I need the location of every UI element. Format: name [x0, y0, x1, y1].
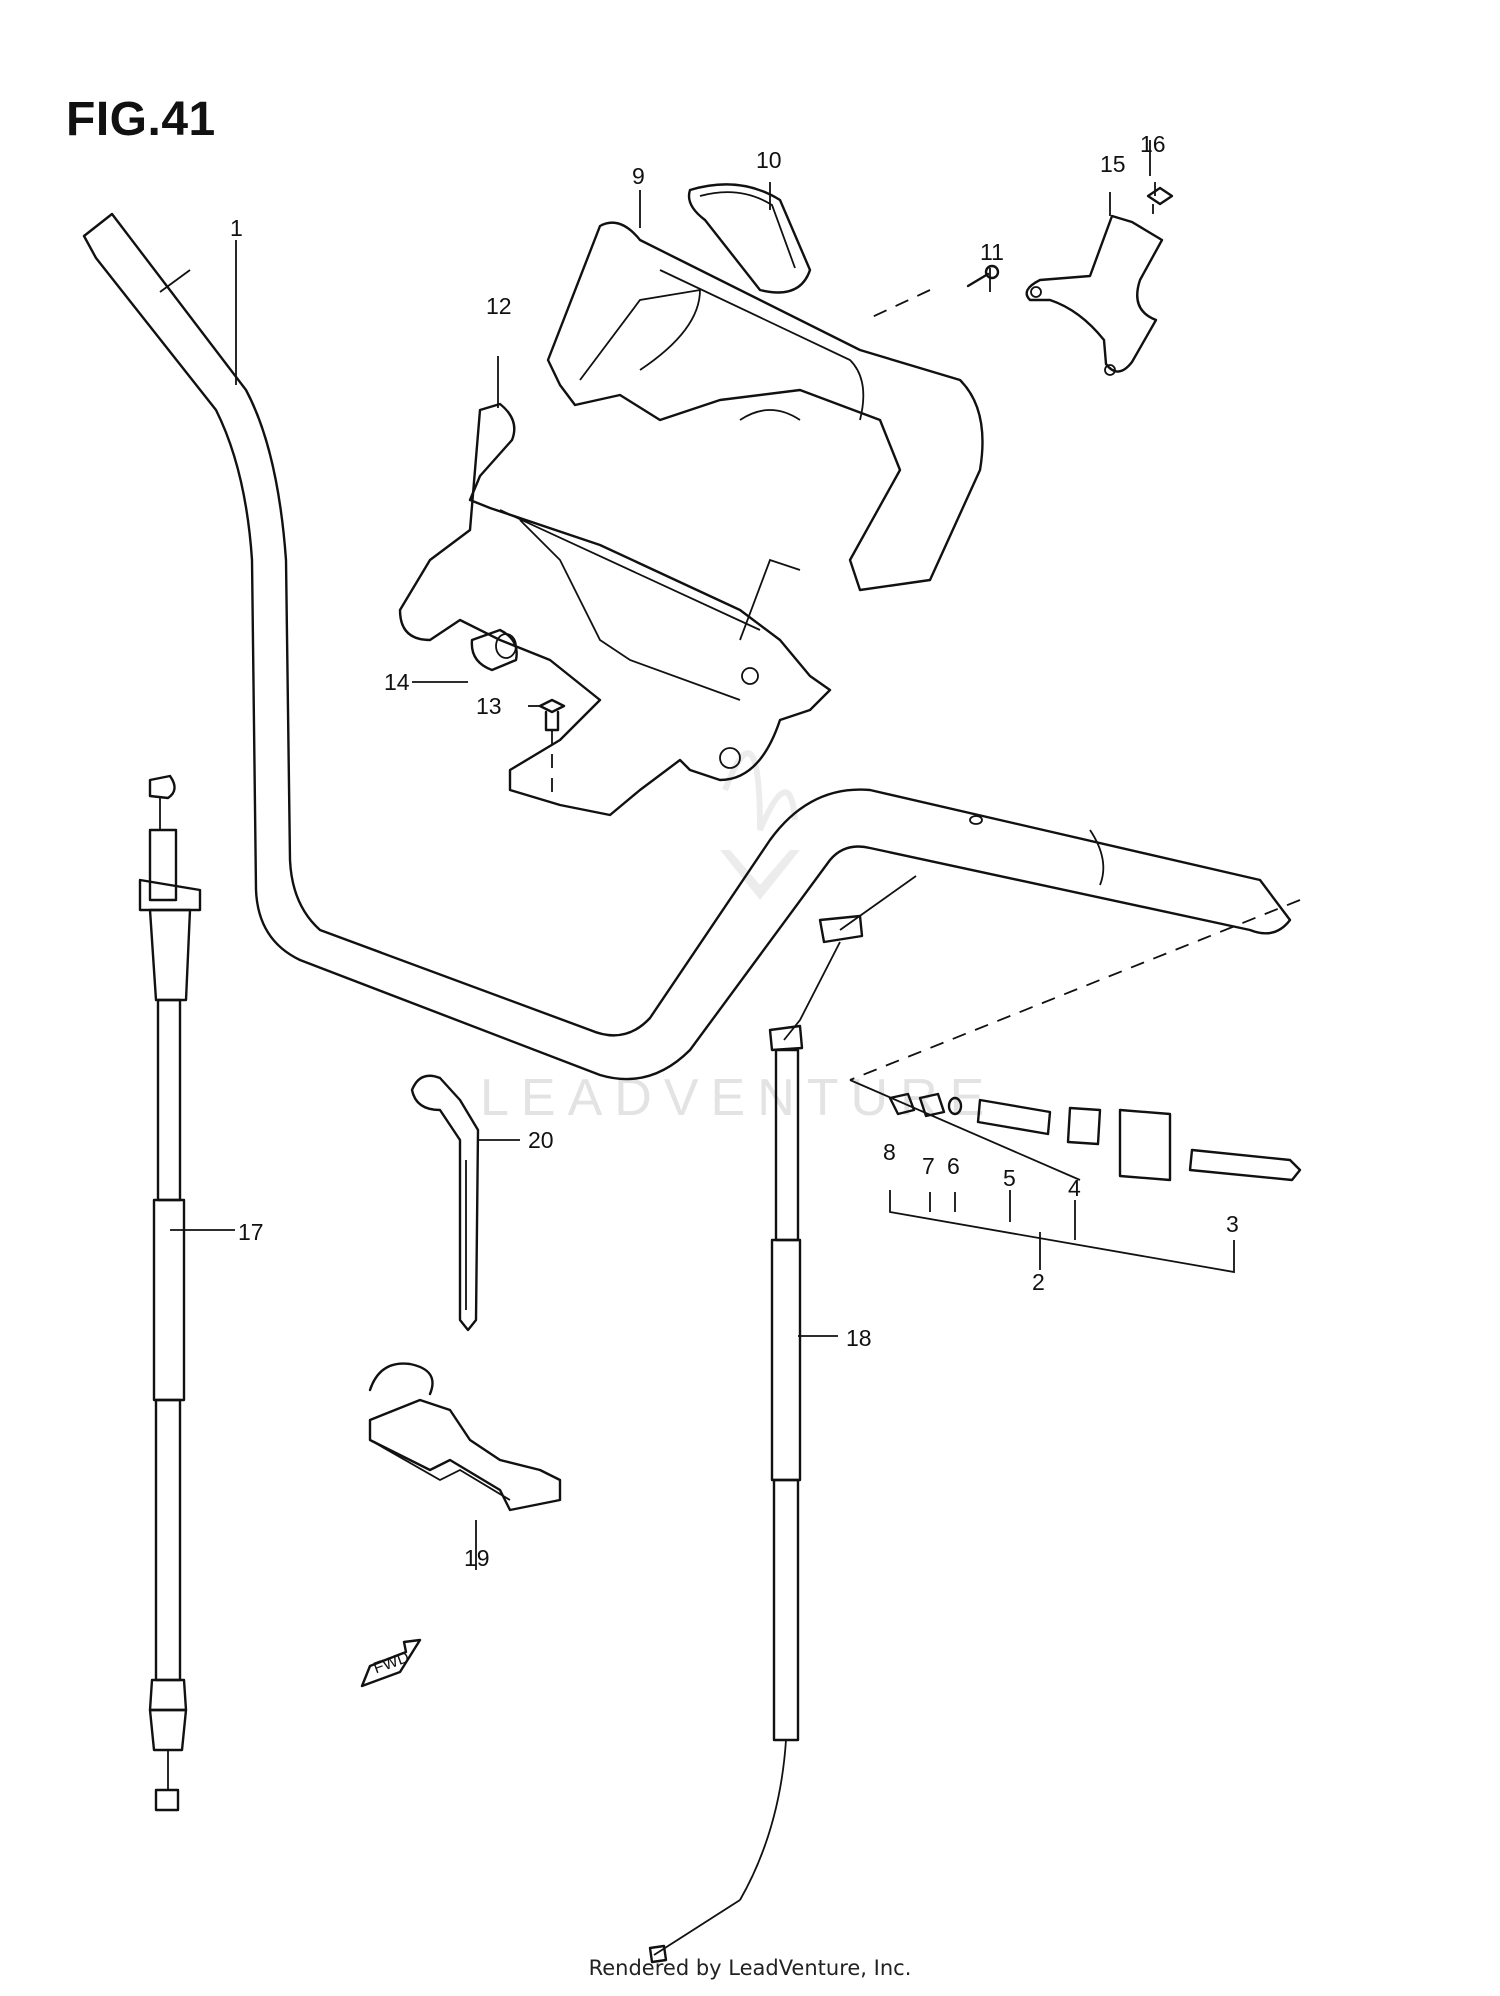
- callout-15: 15: [1100, 151, 1126, 177]
- part-bolt-13: [538, 698, 566, 732]
- callout-2: 2: [1032, 1269, 1045, 1295]
- part-main-bracket: [398, 402, 832, 817]
- callout-16: 16: [1140, 131, 1166, 157]
- fwd-arrow: FWD: [360, 1638, 422, 1688]
- callout-19: 19: [464, 1545, 490, 1571]
- callout-1: 1: [230, 215, 243, 241]
- leader-lines: [170, 140, 1235, 1570]
- callout-6: 6: [947, 1153, 960, 1179]
- callout-5: 5: [1003, 1165, 1016, 1191]
- part-bracket-15: [1025, 214, 1164, 376]
- part-cable-18: [648, 875, 917, 1964]
- callout-8: 8: [883, 1139, 896, 1165]
- callout-11: 11: [980, 239, 1004, 265]
- part-cable-tie-20: [410, 1074, 480, 1332]
- fwd-label: FWD: [371, 1649, 411, 1677]
- callout-20: 20: [528, 1127, 554, 1153]
- callout-12: 12: [486, 293, 512, 319]
- callout-3: 3: [1226, 1211, 1239, 1237]
- part-screw-11: [966, 264, 1000, 288]
- figure-title: FIG.41: [66, 93, 216, 146]
- part-meter-housing: [546, 221, 984, 592]
- part-bar-end-assembly: [849, 899, 1302, 1182]
- callout-13: 13: [476, 693, 502, 719]
- part-5: [976, 1098, 1052, 1136]
- part-8: [888, 1092, 916, 1116]
- part-4: [1066, 1106, 1102, 1146]
- callout-7: 7: [922, 1153, 935, 1179]
- watermark: LEADVENTURE: [480, 750, 996, 1127]
- callout-labels: 1 2 3 4 5 6 7 8 9 10 11 12 13 14 15 16 1…: [230, 131, 1239, 1571]
- callout-18: 18: [846, 1325, 872, 1351]
- footer-credit: Rendered by LeadVenture, Inc.: [588, 1956, 912, 1980]
- callout-17: 17: [238, 1219, 264, 1245]
- part-6: [947, 1096, 963, 1116]
- part-bolt-16: [1146, 186, 1174, 214]
- part-grip-end: [1118, 1108, 1172, 1182]
- part-clamp-19: [368, 1362, 562, 1512]
- watermark-text: LEADVENTURE: [480, 1069, 996, 1127]
- part-7: [918, 1092, 946, 1118]
- part-3: [1188, 1148, 1302, 1182]
- part-cable-17: [138, 774, 202, 1812]
- part-handlebar: [82, 212, 1292, 1081]
- part-bush-14: [470, 628, 518, 672]
- callout-14: 14: [384, 669, 410, 695]
- part-meter-cover: [687, 183, 812, 294]
- callout-10: 10: [756, 147, 782, 173]
- callout-9: 9: [632, 163, 645, 189]
- callout-4: 4: [1068, 1175, 1081, 1201]
